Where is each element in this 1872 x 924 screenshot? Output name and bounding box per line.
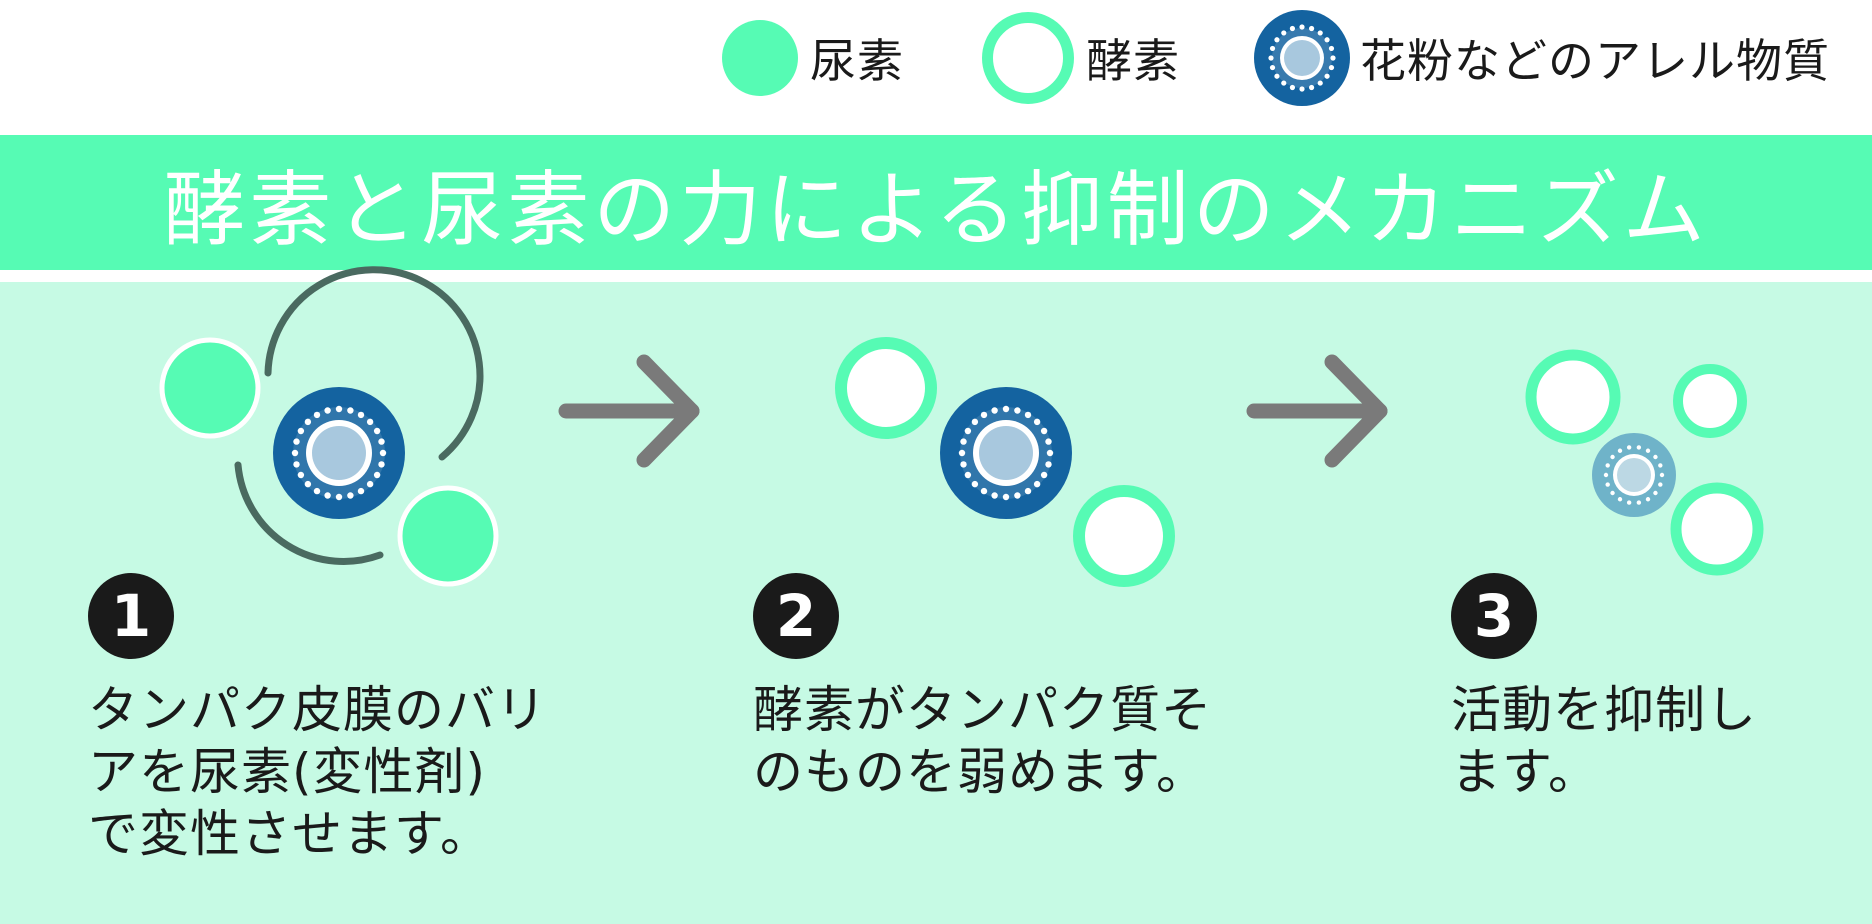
step-2: 2 酵素がタンパク質そ のものを弱めます。 bbox=[753, 573, 1212, 803]
step-description: 酵素がタンパク質そ のものを弱めます。 bbox=[753, 681, 1212, 801]
page-title: 酵素と尿素の力による抑制のメカニズム bbox=[163, 163, 1709, 258]
step-number-badge: 1 bbox=[88, 573, 174, 659]
urea-dot-icon bbox=[722, 20, 798, 96]
step-description: タンパク皮膜のバリ アを尿素(変性剤) で変性させます。 bbox=[88, 681, 547, 863]
barrier-arc-lower bbox=[234, 461, 384, 565]
allergen-particle bbox=[273, 387, 405, 519]
enzyme-particle bbox=[1073, 485, 1175, 587]
arrow-icon bbox=[558, 354, 700, 468]
allergen-particle bbox=[940, 387, 1072, 519]
allergen-particle-faded bbox=[1592, 433, 1676, 517]
enzyme-particle bbox=[835, 337, 937, 439]
enzyme-particle bbox=[1670, 482, 1764, 576]
urea-particle bbox=[159, 337, 261, 439]
enzyme-particle bbox=[1673, 364, 1747, 438]
step-number-badge: 3 bbox=[1451, 573, 1537, 659]
legend: 尿素 酵素 花粉などのアレル物質 bbox=[722, 8, 1872, 108]
step-number-badge: 2 bbox=[753, 573, 839, 659]
enzyme-ring-icon bbox=[982, 12, 1074, 104]
enzyme-particle bbox=[1525, 349, 1621, 445]
step2-illustration bbox=[835, 337, 1175, 587]
title-band: 酵素と尿素の力による抑制のメカニズム bbox=[0, 135, 1872, 270]
legend-enzyme: 酵素 bbox=[982, 8, 1180, 108]
arrow-icon bbox=[1246, 354, 1388, 468]
step-description: 活動を抑制し ます。 bbox=[1451, 681, 1757, 801]
urea-particle bbox=[397, 485, 499, 587]
legend-urea: 尿素 bbox=[722, 8, 904, 108]
legend-enzyme-label: 酵素 bbox=[1086, 34, 1180, 88]
step-3: 3 活動を抑制し ます。 bbox=[1451, 573, 1757, 803]
legend-urea-label: 尿素 bbox=[810, 34, 904, 88]
step-1: 1 タンパク皮膜のバリ アを尿素(変性剤) で変性させます。 bbox=[88, 573, 547, 865]
step3-illustration bbox=[1525, 349, 1764, 576]
allergen-icon bbox=[1254, 10, 1350, 106]
step1-illustration bbox=[159, 266, 499, 587]
barrier-arc bbox=[264, 266, 484, 461]
legend-allergen: 花粉などのアレル物質 bbox=[1252, 8, 1830, 108]
legend-allergen-label: 花粉などのアレル物質 bbox=[1360, 34, 1830, 88]
